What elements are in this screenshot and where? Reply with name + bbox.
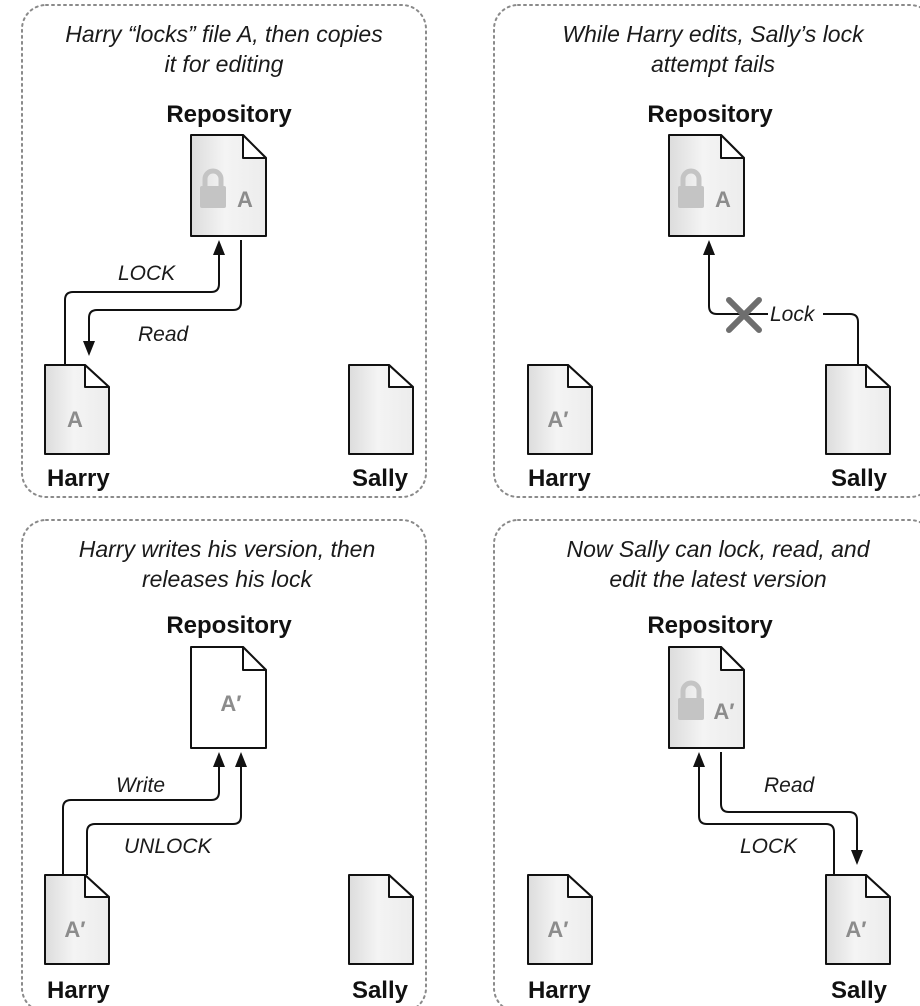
repository-file-icon: A [668, 134, 745, 237]
repository-file-letter: A′ [713, 699, 734, 724]
unlock-arrowhead [235, 752, 247, 767]
repository-file-icon: A′ [190, 646, 267, 749]
panel-3-harry-label: Harry [47, 977, 110, 1004]
lock-arrowhead [693, 752, 705, 767]
panel-2-caption-line-2: attempt fails [651, 51, 775, 77]
panel-2-caption-line-1: While Harry edits, Sally’s lock [562, 21, 865, 47]
unlock-arrow [86, 765, 242, 875]
repository-file-icon: A′ [668, 646, 745, 749]
read-arrow [720, 752, 858, 853]
read-arrow [88, 240, 242, 344]
panel-2-harry-label: Harry [528, 465, 591, 492]
padlock-icon [200, 168, 226, 208]
lock-arrowhead [213, 240, 225, 255]
write-arrow [62, 765, 220, 875]
lock-arrow-label: LOCK [740, 835, 798, 858]
read-arrow-label: Read [138, 323, 190, 346]
sally-file-icon [348, 364, 414, 455]
panel-1-sally-label: Sally [352, 465, 409, 492]
repository-file-letter: A′ [220, 691, 241, 716]
panel-4-harry-label: Harry [528, 977, 591, 1004]
panel-4: Now Sally can lock, read, and edit the l… [493, 519, 920, 1006]
panel-3-sally-label: Sally [352, 977, 409, 1004]
panel-1-harry-label: Harry [47, 465, 110, 492]
panel-3-caption-line-1: Harry writes his version, then [79, 536, 376, 562]
panel-3-border [21, 519, 427, 1006]
failed-lock-arrowhead [703, 240, 715, 255]
panel-2-repository-label: Repository [647, 101, 773, 128]
unlock-arrow-label: UNLOCK [124, 835, 213, 858]
harry-file-letter: A′ [547, 407, 568, 432]
panel-3-repository-label: Repository [166, 612, 292, 639]
panel-2-border [493, 4, 920, 498]
panel-2-sally-label: Sally [831, 465, 888, 492]
repository-file-icon: A [190, 134, 267, 237]
panel-4-repository-label: Repository [647, 612, 773, 639]
sally-file-icon: A′ [825, 874, 891, 965]
padlock-icon [678, 168, 704, 208]
harry-file-letter: A [67, 407, 83, 432]
failed-lock-arrow [708, 252, 859, 365]
repository-file-letter: A [237, 187, 253, 212]
read-arrowhead [83, 341, 95, 356]
failed-lock-arrow-label: Lock [770, 303, 816, 326]
harry-file-icon: A [44, 364, 110, 455]
panel-3-caption-line-2: releases his lock [142, 566, 314, 592]
read-arrow-label: Read [764, 774, 816, 797]
sally-file-letter: A′ [845, 917, 866, 942]
harry-file-letter: A′ [547, 917, 568, 942]
lock-arrow [698, 765, 835, 875]
panel-2: While Harry edits, Sally’s lock attempt … [493, 4, 920, 498]
panel-4-caption-line-1: Now Sally can lock, read, and [567, 536, 871, 562]
harry-file-letter: A′ [64, 917, 85, 942]
panel-1-border [21, 4, 427, 498]
read-arrowhead [851, 850, 863, 865]
padlock-icon [678, 680, 704, 720]
harry-file-icon: A′ [44, 874, 110, 965]
panel-1-repository-label: Repository [166, 101, 292, 128]
panel-1-caption-line-2: it for editing [165, 51, 284, 77]
repository-file-letter: A [715, 187, 731, 212]
panel-4-caption-line-2: edit the latest version [609, 566, 826, 592]
fail-cross-icon [726, 297, 762, 333]
harry-file-icon: A′ [527, 364, 593, 455]
panel-4-border [493, 519, 920, 1006]
panel-4-sally-label: Sally [831, 977, 888, 1004]
lock-arrow-label: LOCK [118, 262, 176, 285]
write-arrow-label: Write [116, 774, 165, 797]
lock-arrow [64, 252, 220, 365]
sally-file-icon [348, 874, 414, 965]
panel-1-caption-line-1: Harry “locks” file A, then copies [65, 21, 383, 47]
panel-3: Harry writes his version, then releases … [21, 519, 427, 1006]
panel-1: Harry “locks” file A, then copies it for… [21, 4, 427, 498]
harry-file-icon: A′ [527, 874, 593, 965]
write-arrowhead [213, 752, 225, 767]
sally-file-icon [825, 364, 891, 455]
